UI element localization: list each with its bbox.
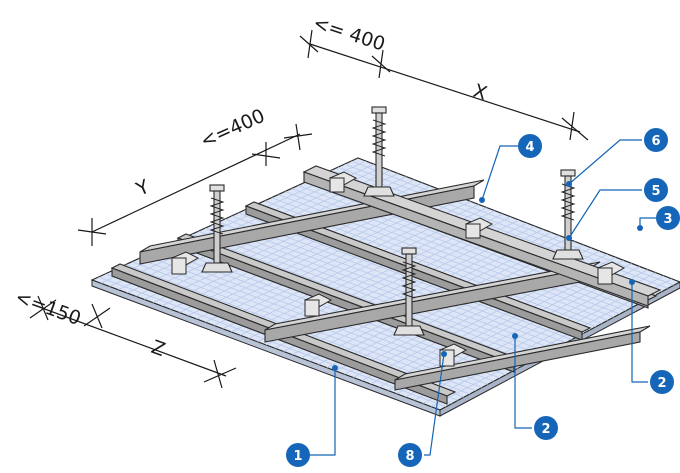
leader-lines: [300, 139, 656, 456]
svg-text:3: 3: [663, 212, 672, 227]
callout-8: 8: [398, 443, 422, 467]
callout-1: 1: [286, 443, 310, 467]
leader-dots: [332, 181, 643, 371]
hanger-front: [393, 247, 425, 336]
dim-line-z: [41, 307, 227, 377]
svg-text:2: 2: [657, 376, 666, 391]
hanger-right: [552, 169, 584, 260]
dim-x-label: X: [470, 80, 489, 105]
svg-text:6: 6: [651, 134, 660, 149]
svg-text:8: 8: [405, 449, 414, 464]
svg-text:4: 4: [525, 140, 534, 155]
svg-text:5: 5: [651, 184, 660, 199]
hanger-left: [201, 184, 233, 273]
hanger-back: [363, 106, 395, 197]
hangers: [201, 106, 584, 336]
dim-line-y: [91, 133, 301, 233]
dim-top-spacing: <= 400: [310, 12, 387, 56]
dim-line-x: [309, 43, 581, 133]
dim-z-label: Z: [148, 336, 168, 361]
callout-5: 5: [644, 178, 668, 202]
dim-y-label: Y: [132, 176, 153, 201]
callout-3: 3: [656, 206, 680, 230]
main-channels: [139, 165, 662, 391]
callout-2-lower: 2: [534, 416, 558, 440]
callout-2-right: 2: [650, 370, 674, 394]
callout-6: 6: [644, 128, 668, 152]
svg-text:1: 1: [293, 449, 302, 464]
dimension-lines: [29, 29, 589, 389]
callout-4: 4: [518, 134, 542, 158]
dim-left-spacing: <=400: [197, 105, 268, 153]
dim-edge-spacing: <=150: [12, 286, 84, 330]
svg-text:2: 2: [541, 422, 550, 437]
connector-clips: [170, 171, 626, 367]
